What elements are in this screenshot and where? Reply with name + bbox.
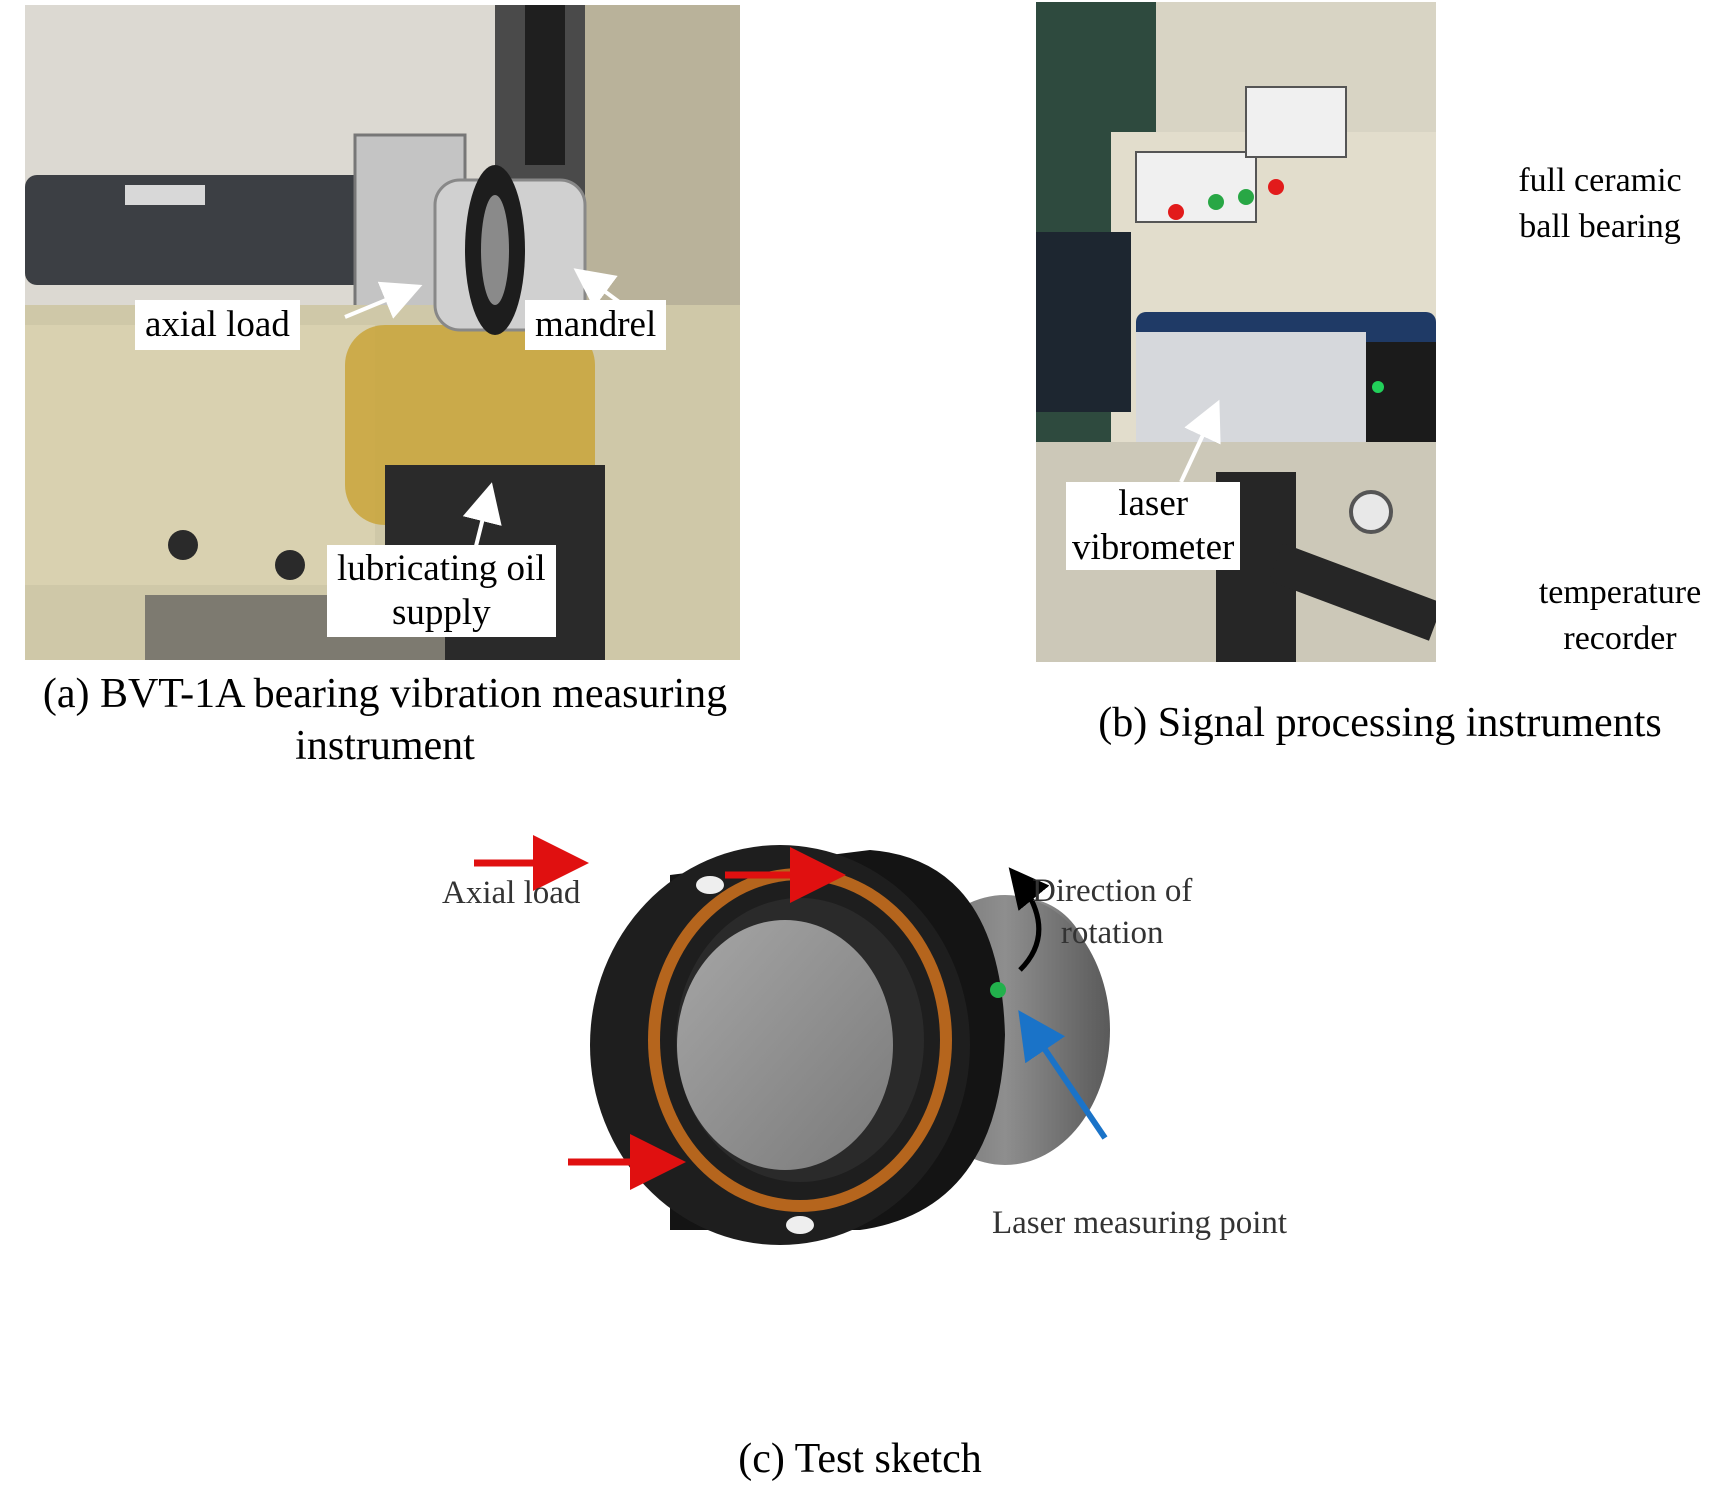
label-laser-line1: laser	[1118, 483, 1189, 524]
label-full-ceramic-ball-bearing: full ceramic ball bearing	[1490, 158, 1710, 250]
label-laser-vibrometer: laser vibrometer	[1066, 482, 1241, 570]
label-laser-line2: vibrometer	[1072, 527, 1235, 568]
photo-bvt-1a: axial load mandrel lubricating oil suppl…	[25, 5, 740, 660]
arrow-laser-vibrometer	[1179, 399, 1221, 483]
label-sketch-axial-load: Axial load	[442, 875, 581, 911]
label-temperature-recorder: temperature recorder	[1520, 570, 1720, 662]
label-mandrel: mandrel	[525, 300, 667, 350]
label-lubricating-oil-supply: lubricating oil supply	[327, 545, 556, 637]
caption-a: (a) BVT-1A bearing vibration measuring i…	[0, 668, 770, 772]
label-direction-of-rotation: Direction of rotation	[1032, 870, 1192, 954]
label-temp-line1: temperature	[1538, 574, 1702, 611]
label-temp-line2: recorder	[1563, 620, 1677, 657]
arrow-laser-point	[1018, 1010, 1108, 1140]
panel-a-arrows	[344, 268, 632, 551]
label-lube-line2: supply	[391, 592, 491, 633]
test-sketch: Axial load Direction of rotation Laser m…	[440, 820, 1340, 1290]
photo-signal-processing: laser vibrometer	[1036, 2, 1436, 662]
caption-a-line2: instrument	[295, 723, 475, 769]
label-rotation-line2: rotation	[1060, 915, 1164, 951]
caption-b: (b) Signal processing instruments	[1098, 700, 1662, 746]
bearing-sketch-drawing	[474, 835, 1110, 1245]
label-laser-measuring-point: Laser measuring point	[992, 1205, 1288, 1241]
label-lube-line1: lubricating oil	[337, 548, 546, 589]
arrow-lube	[462, 482, 502, 551]
caption-a-line1: (a) BVT-1A bearing vibration measuring	[42, 671, 728, 717]
label-axial-load: axial load	[135, 300, 300, 350]
arrow-axial-load	[344, 281, 423, 319]
label-bearing-line1: full ceramic	[1518, 162, 1682, 199]
arrow-mandrel	[573, 268, 632, 312]
label-bearing-line2: ball bearing	[1519, 208, 1681, 245]
panel-b-arrows	[1179, 399, 1221, 483]
shaft-face	[677, 920, 893, 1170]
caption-c: (c) Test sketch	[738, 1436, 982, 1482]
label-rotation-line1: Direction of	[1032, 873, 1193, 909]
rotation-arrow	[1008, 867, 1050, 972]
laser-measuring-point	[990, 982, 1006, 998]
